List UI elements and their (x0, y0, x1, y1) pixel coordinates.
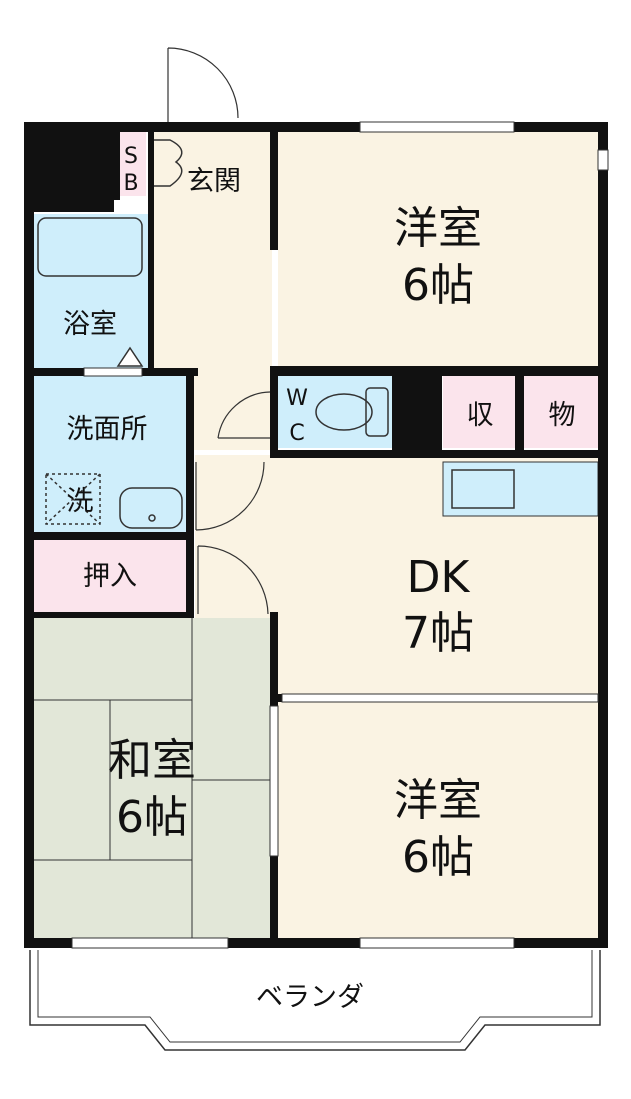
washitsu-door-swing (197, 545, 269, 615)
front-door-swing (167, 47, 239, 128)
bathroom-label: 浴室 (63, 309, 117, 340)
western-room-bottom-floor (278, 700, 598, 940)
bath-drain-icon (116, 346, 144, 367)
shoe-box-b-label: B (123, 171, 138, 196)
washitsu-size: 6帖 (116, 792, 188, 843)
veranda-outline (29, 950, 601, 1051)
dk-name: DK (407, 552, 471, 603)
veranda-label: ベランダ (256, 982, 364, 1013)
washer-pan (45, 473, 101, 525)
storage-left-floor (443, 376, 515, 448)
wc-door-swing (217, 391, 272, 439)
western-room-bottom-name: 洋室 (394, 775, 482, 826)
oshiire-floor (32, 540, 188, 612)
dk-size: 7帖 (402, 608, 474, 659)
fixtures (37, 139, 515, 529)
washroom-door-swing (195, 461, 265, 531)
bathtub (37, 217, 143, 277)
storage-right-label: 物 (549, 400, 576, 431)
western-room-bottom-size: 6帖 (402, 832, 474, 883)
storage-right-floor (524, 376, 598, 448)
shoe-box-s-label: S (124, 144, 138, 169)
washer-label: 洗 (67, 486, 94, 517)
door-swings (167, 47, 272, 615)
wc-w-label: W (286, 386, 308, 411)
kitchen-counter (442, 461, 599, 517)
oshiire-label: 押入 (83, 561, 137, 592)
washroom-floor (32, 376, 188, 532)
sink-icon (451, 469, 515, 509)
room-labels: S B 玄関 洋室 6帖 浴室 W C 収 物 洗面所 洗 DK 7帖 押入 和… (63, 144, 576, 1013)
washroom-label: 洗面所 (67, 414, 148, 445)
wc-c-label: C (289, 421, 304, 446)
windows (71, 121, 609, 949)
toilet-icon (315, 387, 389, 437)
western-room-top-size: 6帖 (402, 260, 474, 311)
tatami-lines (32, 618, 278, 940)
western-room-top-floor (278, 130, 598, 366)
washitsu-name: 和室 (108, 735, 196, 786)
walls (24, 122, 608, 948)
western-room-top-name: 洋室 (394, 203, 482, 254)
wash-basin (119, 487, 183, 529)
entrance-step-icon (150, 139, 183, 187)
entrance-label: 玄関 (187, 166, 241, 197)
washitsu-floor (32, 618, 270, 940)
storage-left-label: 収 (467, 400, 494, 431)
